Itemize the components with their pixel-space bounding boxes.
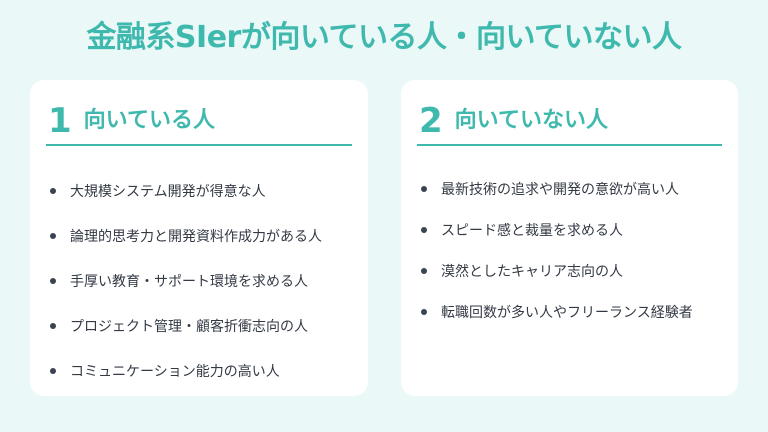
suitable-list: 大規模システム開発が得意な人 論理的思考力と開発資料作成力がある人 手厚い教育・… — [50, 168, 322, 393]
list-item: コミュニケーション能力の高い人 — [50, 348, 322, 393]
list-item: 大規模システム開発が得意な人 — [50, 168, 322, 213]
bullet-icon — [421, 267, 427, 274]
card-heading: 向いていない人 — [454, 108, 609, 133]
list-item-text: 手厚い教育・サポート環境を求める人 — [70, 273, 308, 290]
bullet-icon — [421, 308, 427, 315]
card-header: 2 向いていない人 — [417, 98, 722, 146]
suitable-card: 1 向いている人 大規模システム開発が得意な人 論理的思考力と開発資料作成力があ… — [30, 80, 368, 396]
list-item-text: 大規模システム開発が得意な人 — [70, 183, 266, 200]
list-item: スピード感と裁量を求める人 — [421, 209, 693, 250]
page-title: 金融系SIerが向いている人・向いていない人 — [86, 20, 682, 55]
card-header: 1 向いている人 — [46, 98, 352, 146]
list-item-text: 転職回数が多い人やフリーランス経験者 — [441, 304, 693, 321]
list-item-text: 漠然としたキャリア志向の人 — [441, 263, 623, 280]
bullet-icon — [50, 232, 56, 239]
bullet-icon — [421, 226, 427, 233]
list-item-text: コミュニケーション能力の高い人 — [70, 363, 280, 380]
bullet-icon — [50, 367, 56, 374]
list-item: 漠然としたキャリア志向の人 — [421, 250, 693, 291]
unsuitable-card: 2 向いていない人 最新技術の追求や開発の意欲が高い人 スピード感と裁量を求める… — [401, 80, 738, 396]
list-item: 論理的思考力と開発資料作成力がある人 — [50, 213, 322, 258]
unsuitable-list: 最新技術の追求や開発の意欲が高い人 スピード感と裁量を求める人 漠然としたキャリ… — [421, 168, 693, 332]
list-item: 転職回数が多い人やフリーランス経験者 — [421, 291, 693, 332]
card-heading: 向いている人 — [83, 108, 216, 133]
list-item: 手厚い教育・サポート環境を求める人 — [50, 258, 322, 303]
list-item-text: 論理的思考力と開発資料作成力がある人 — [70, 228, 322, 245]
card-number: 1 — [48, 101, 72, 141]
bullet-icon — [50, 187, 56, 194]
card-number: 2 — [419, 101, 443, 141]
list-item: 最新技術の追求や開発の意欲が高い人 — [421, 168, 693, 209]
list-item-text: プロジェクト管理・顧客折衝志向の人 — [70, 318, 308, 335]
list-item-text: 最新技術の追求や開発の意欲が高い人 — [441, 181, 679, 198]
bullet-icon — [50, 322, 56, 329]
list-item: プロジェクト管理・顧客折衝志向の人 — [50, 303, 322, 348]
list-item-text: スピード感と裁量を求める人 — [441, 222, 623, 239]
bullet-icon — [50, 277, 56, 284]
bullet-icon — [421, 185, 427, 192]
